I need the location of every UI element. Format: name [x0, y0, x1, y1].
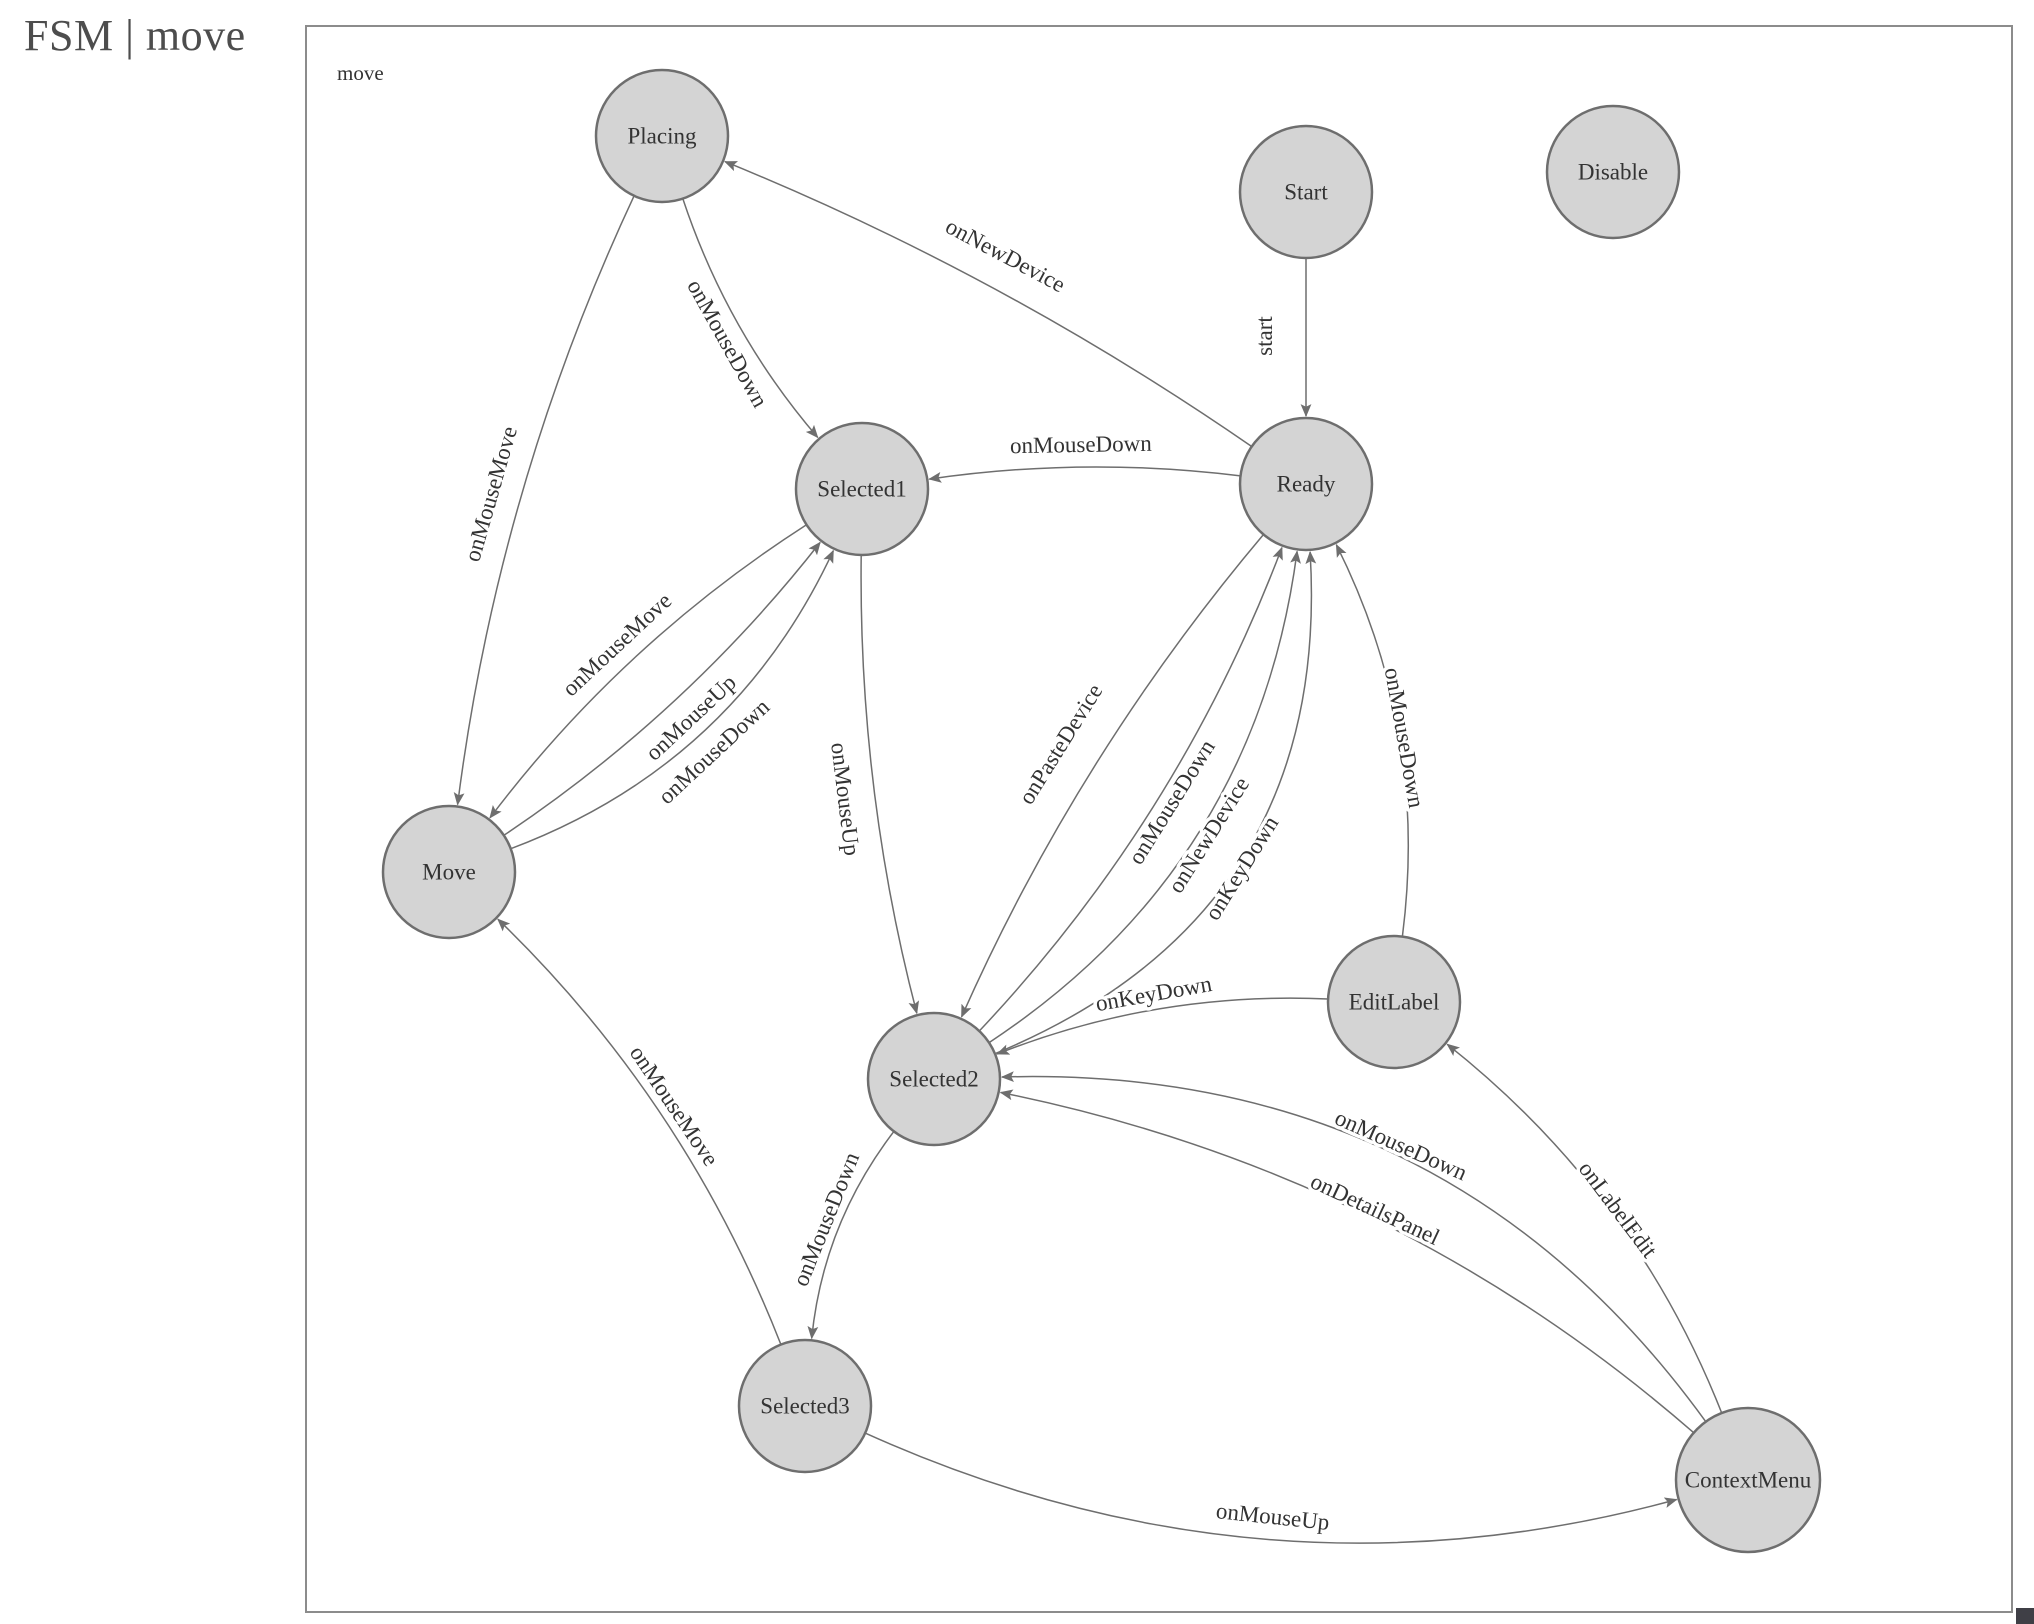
corner-handle	[2016, 1608, 2034, 1624]
state-Selected1[interactable]: Selected1	[794, 421, 930, 557]
state-circle-Ready[interactable]	[1238, 416, 1374, 552]
transition-Selected3-Move-onMouseMove	[497, 918, 782, 1345]
transition-Selected1-Selected2-onMouseUp	[860, 554, 920, 1015]
transition-Selected3-ContextMenu-onMouseUp	[864, 1432, 1678, 1544]
transition-EditLabel-Selected2-onKeyDown	[996, 997, 1329, 1055]
transition-Move-Selected1-onMouseUp	[503, 541, 821, 836]
state-circle-Selected2[interactable]	[866, 1011, 1002, 1147]
transition-EditLabel-Ready-onMouseDown	[1335, 543, 1410, 937]
transition-ContextMenu-Selected2-onMouseDown	[1000, 1071, 1707, 1423]
transition-ContextMenu-EditLabel-onLabelEdit	[1446, 1043, 1723, 1414]
transition-Ready-Selected1-onMouseDown	[928, 466, 1241, 483]
state-Ready[interactable]: Ready	[1238, 416, 1374, 552]
transition-Selected2-Ready-onNewDevice	[988, 550, 1301, 1044]
transition-Selected2-Ready-onKeyDown	[994, 550, 1317, 1055]
state-circle-Disable[interactable]	[1545, 104, 1681, 240]
transition-Placing-Selected1-onMouseDown	[682, 198, 819, 439]
transition-label-onMouseDown: onMouseDown	[1010, 431, 1153, 458]
state-Start[interactable]: Start	[1238, 124, 1374, 260]
transition-Move-Selected1-onMouseDown	[510, 549, 834, 850]
transition-ContextMenu-Selected2-onDetailsPanel	[999, 1089, 1695, 1434]
state-circle-Selected3[interactable]	[737, 1338, 873, 1474]
canvas-label: move	[337, 61, 384, 85]
state-Disable[interactable]: Disable	[1545, 104, 1681, 240]
transition-Ready-Placing-onNewDevice	[723, 160, 1253, 448]
page-title: FSM | move	[24, 11, 246, 60]
state-circle-EditLabel[interactable]	[1326, 934, 1462, 1070]
transition-Placing-Move-onMouseMove	[453, 195, 635, 806]
state-Selected2[interactable]: Selected2	[866, 1011, 1002, 1147]
transition-Ready-Selected2-onPasteDevice	[960, 534, 1265, 1018]
state-circle-Move[interactable]	[381, 804, 517, 940]
canvas-border	[305, 25, 2013, 1613]
state-ContextMenu[interactable]: ContextMenu	[1674, 1406, 1822, 1554]
transition-label-start: start	[1252, 316, 1277, 356]
state-circle-Start[interactable]	[1238, 124, 1374, 260]
state-Selected3[interactable]: Selected3	[737, 1338, 873, 1474]
state-Move[interactable]: Move	[381, 804, 517, 940]
state-Placing[interactable]: Placing	[594, 68, 730, 204]
transition-Selected1-Move-onMouseMove	[489, 524, 807, 819]
state-circle-Placing[interactable]	[594, 68, 730, 204]
state-EditLabel[interactable]: EditLabel	[1326, 934, 1462, 1070]
state-circle-Selected1[interactable]	[794, 421, 930, 557]
state-circle-ContextMenu[interactable]	[1674, 1406, 1822, 1554]
transition-Selected2-Selected3-onMouseDown	[807, 1130, 895, 1340]
transition-Selected2-Ready-onMouseDown	[978, 546, 1283, 1032]
